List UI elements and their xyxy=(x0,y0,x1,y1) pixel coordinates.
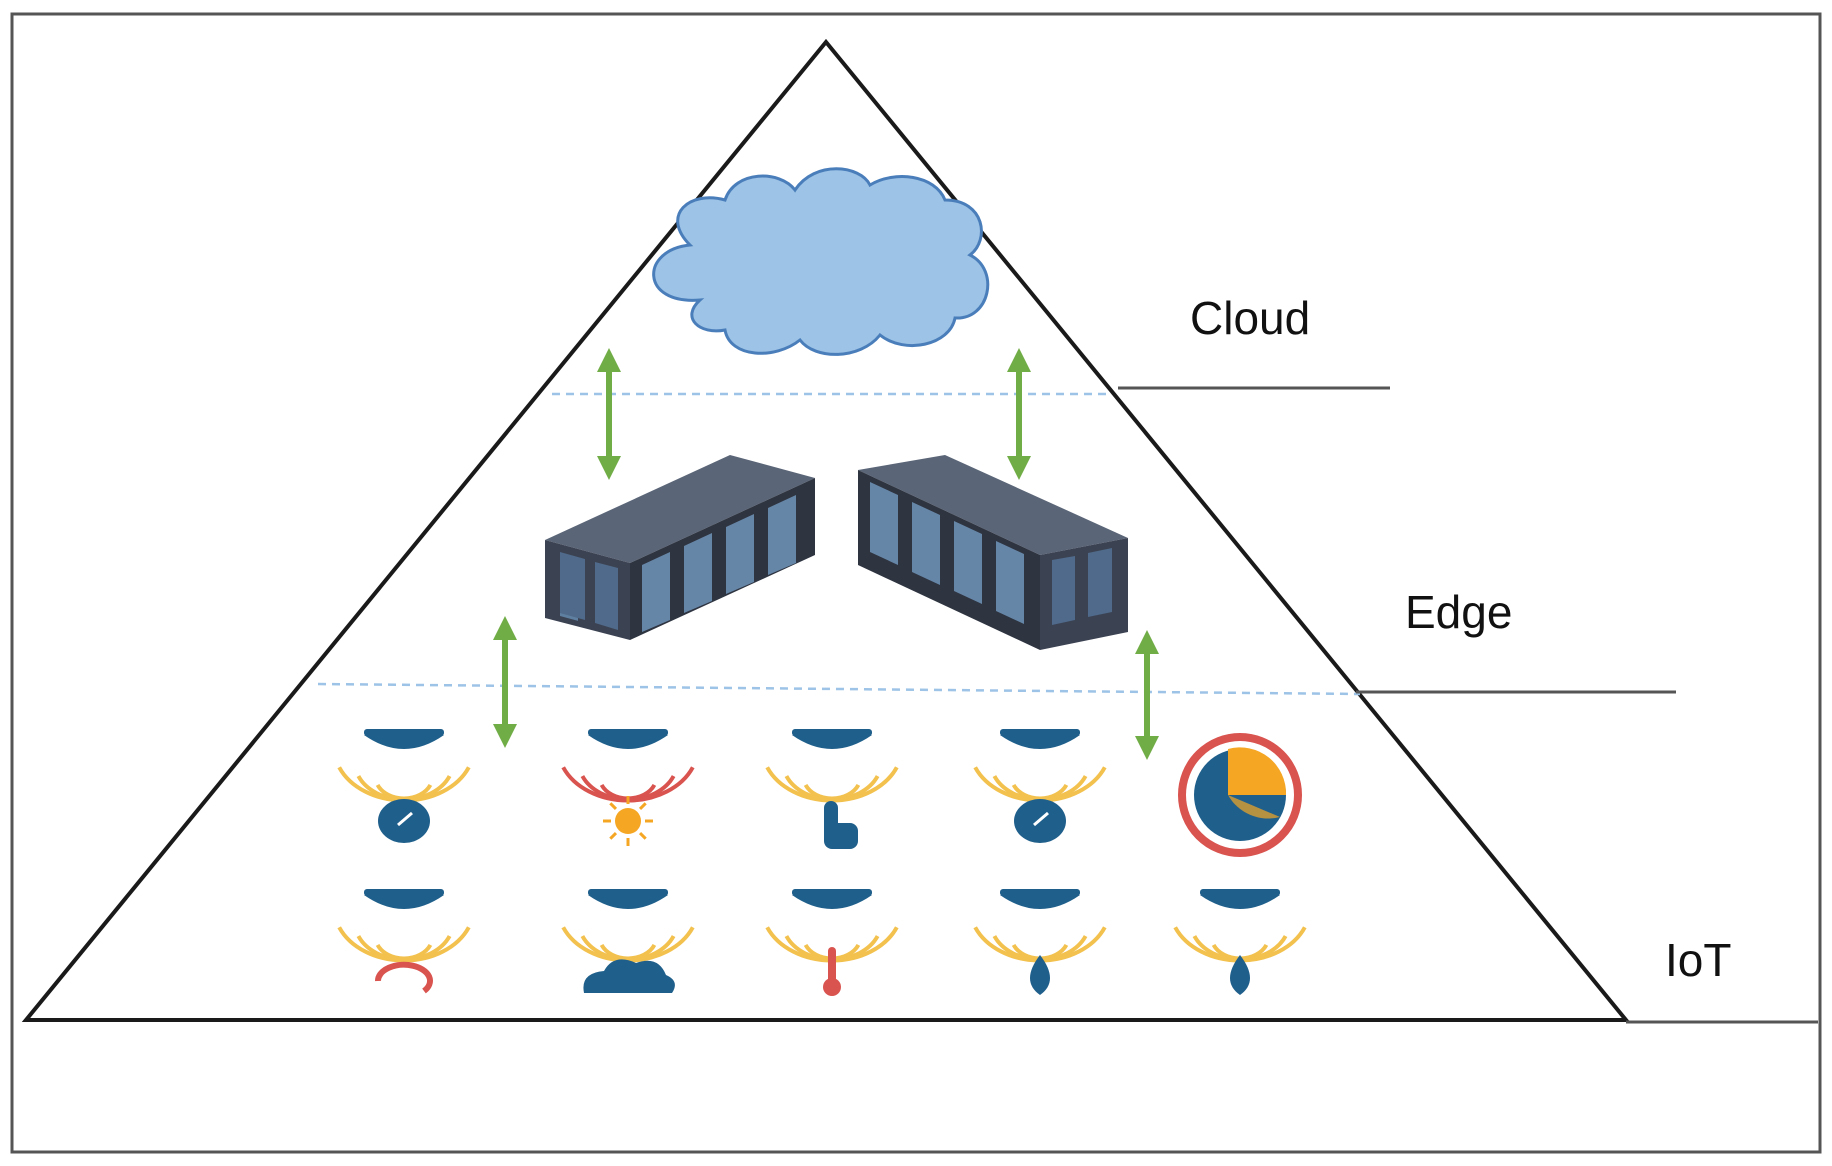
light-sensor-icon xyxy=(561,729,695,846)
cloud-icon xyxy=(652,167,990,356)
iot-sensor-grid xyxy=(337,729,1307,996)
server-rack-right-icon xyxy=(858,455,1128,650)
pressure-sensor-icon xyxy=(973,729,1107,843)
water-sensor-icon xyxy=(973,889,1107,995)
humidity-sensor-icon xyxy=(1173,889,1307,995)
temperature-sensor-icon xyxy=(765,889,899,996)
co2-sensor-icon xyxy=(561,889,695,993)
iot-layer-label: IoT xyxy=(1665,934,1731,986)
touch-sensor-icon xyxy=(765,729,899,849)
server-rack-left-icon xyxy=(545,455,815,640)
edge-iot-dashed-divider xyxy=(317,682,1361,696)
rotation-sensor-icon xyxy=(337,889,471,994)
cloud-layer-label: Cloud xyxy=(1190,292,1310,344)
edge-layer-label: Edge xyxy=(1405,586,1512,638)
level-gauge-icon xyxy=(1178,733,1302,857)
gyroscope-sensor-icon xyxy=(337,729,471,843)
